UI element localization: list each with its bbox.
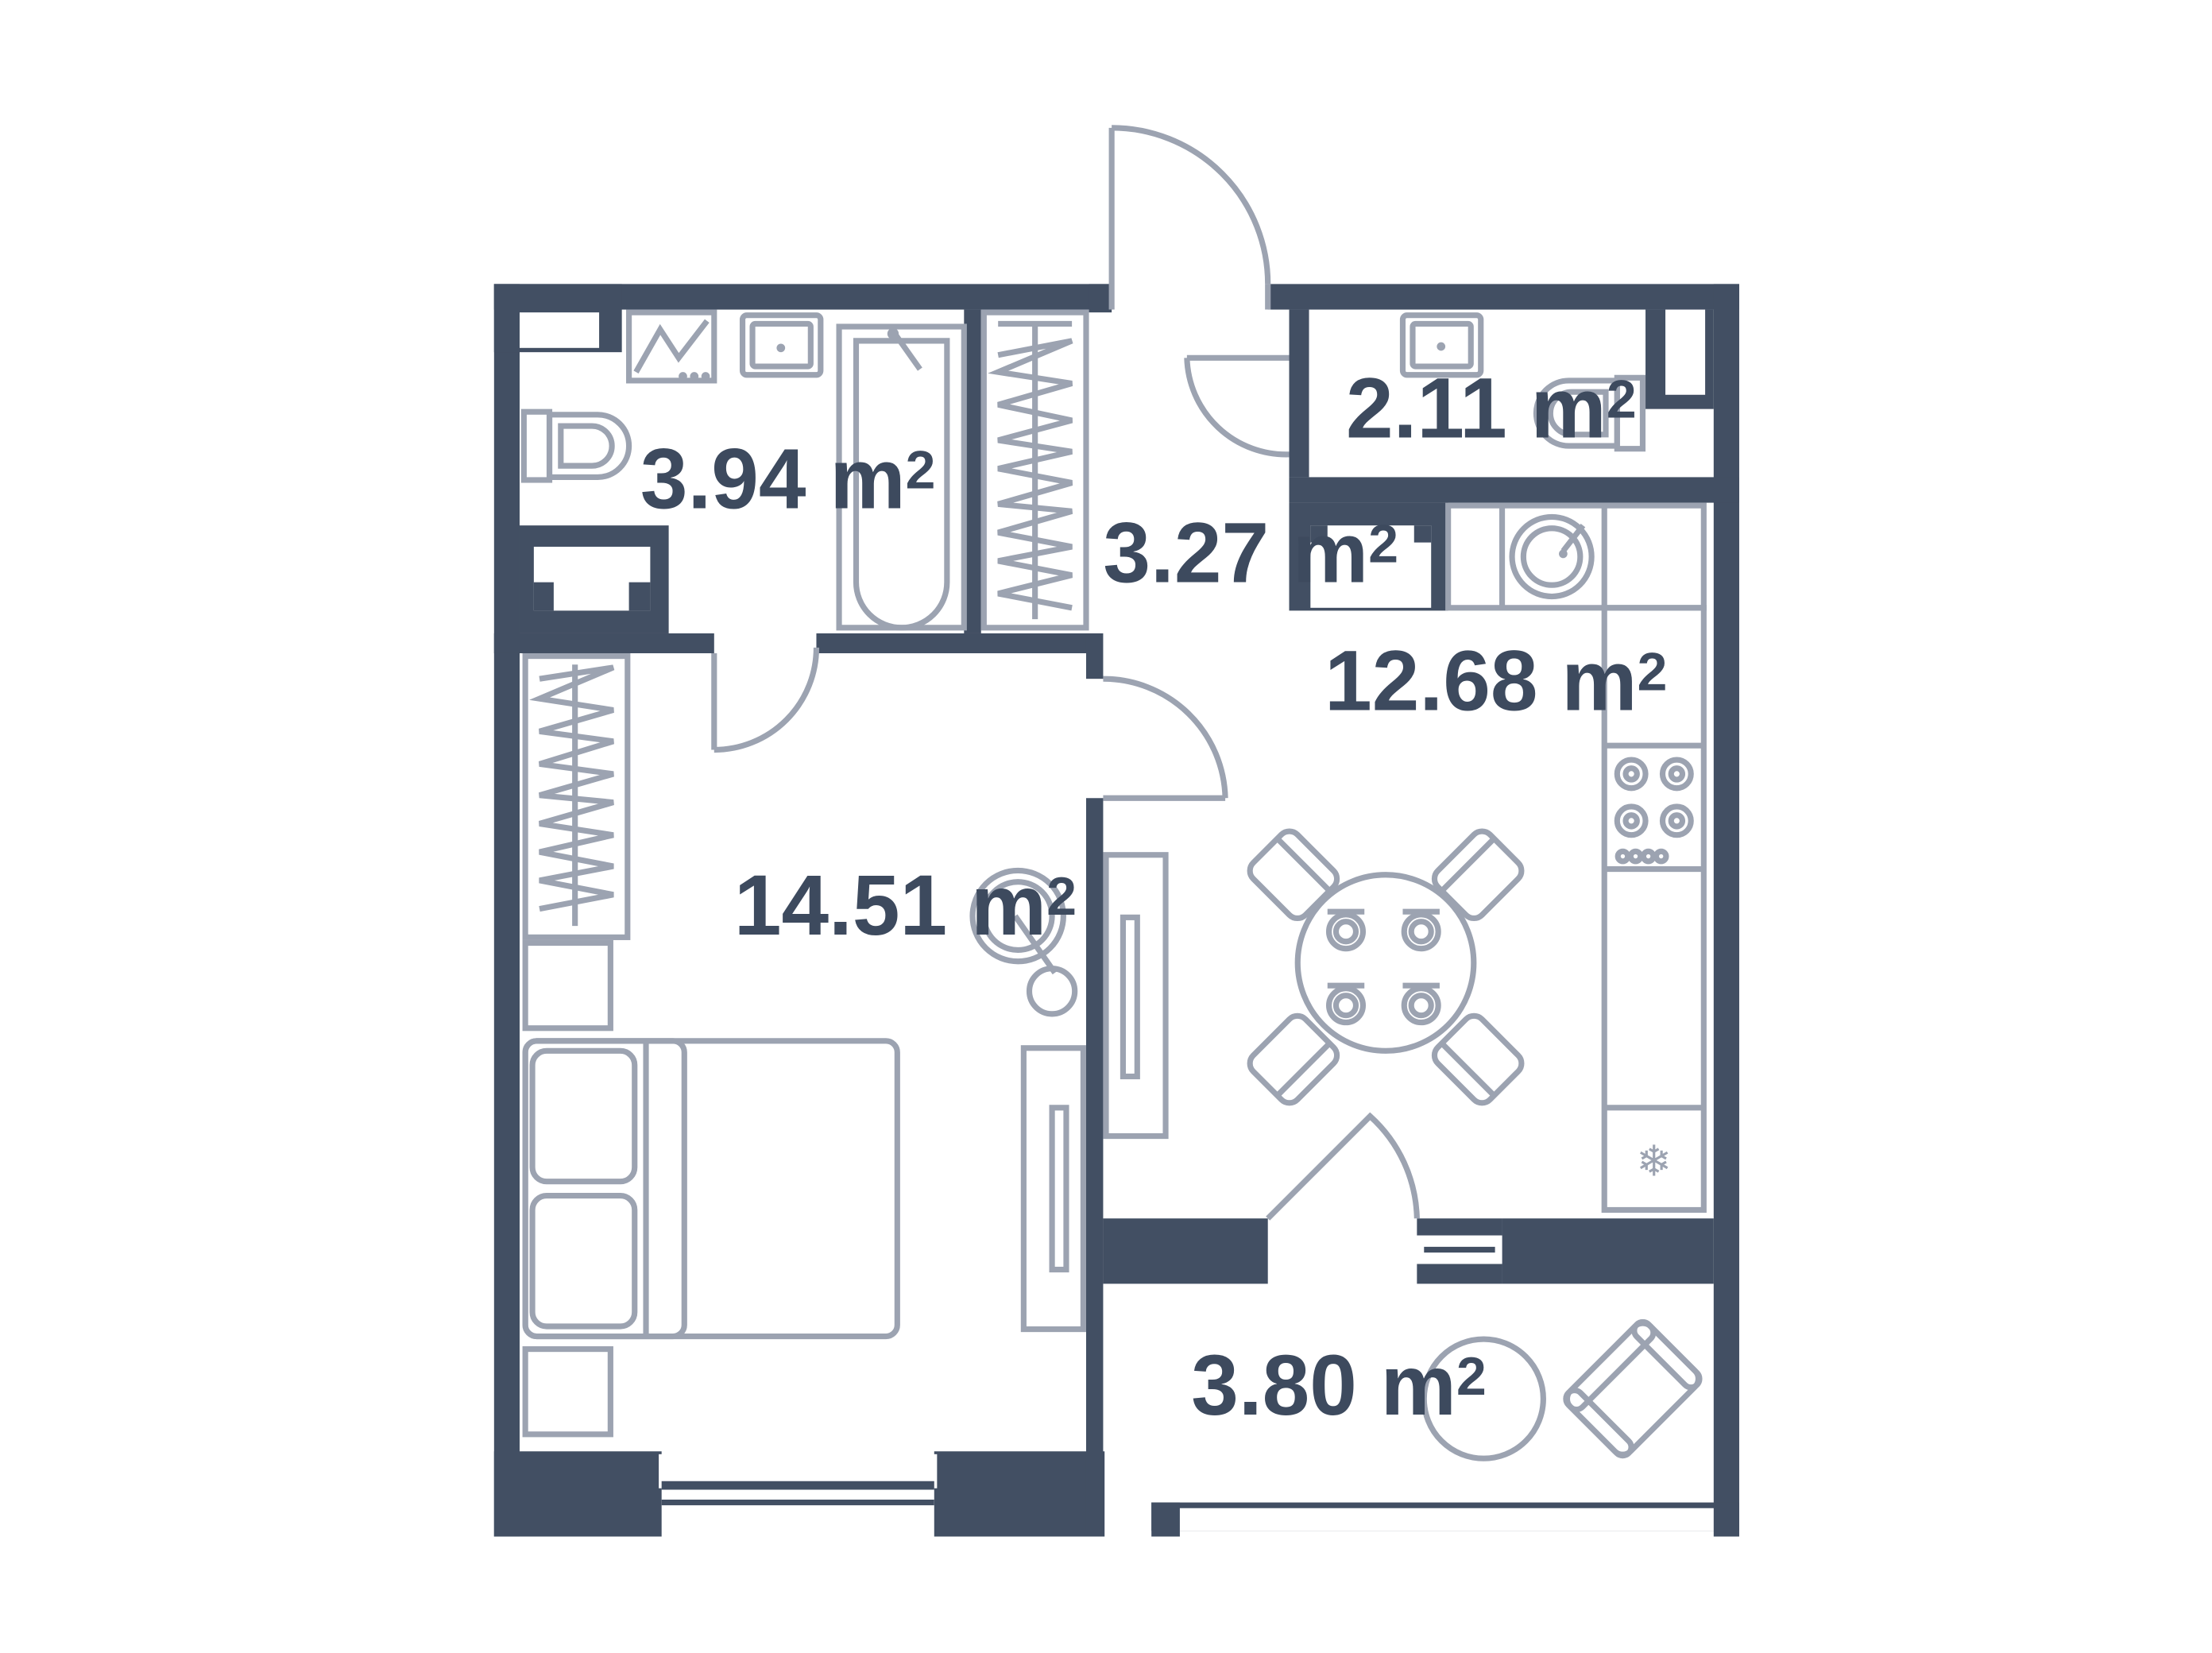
kitchen-counter [1445,502,1707,1214]
wardrobe-icon [980,309,1089,631]
desk-icon [1020,1045,1086,1333]
washing-machine-icon [1509,513,1595,600]
wardrobe-icon [522,652,631,940]
shower-icon [626,309,717,384]
toilet-icon [520,408,632,483]
svg-text:❄: ❄ [1636,1136,1672,1187]
bed-icon [522,1038,900,1340]
area-labels: 3.94 m2 3.27 m2 2.11 m2 12.68 m2 14.51 m… [640,360,1667,1432]
windows [659,1235,1714,1531]
toilet-icon [1533,374,1646,452]
room-area-balcony: 3.80 m2 [1191,1337,1487,1433]
round-table-icon [1421,1336,1546,1461]
armchair-icon [1563,1319,1703,1459]
room-area-bathroom: 3.94 m2 [640,432,936,527]
sink-icon [739,312,824,378]
room-area-hallway: 3.27 m2 [1103,505,1398,601]
dining-table-icon [1294,872,1477,1054]
room-area-toilet: 2.11 m2 [1346,360,1637,455]
stove-icon [1614,757,1694,865]
room-area-bedroom: 14.51 m2 [734,857,1077,953]
fridge-icon: ❄ [1636,1136,1672,1187]
tv-stand-icon [1103,852,1169,1140]
nightstand-icon [522,939,613,1438]
chair-icon [1247,828,1525,1106]
bathtub-icon [836,323,967,631]
door-icon [711,125,1420,1221]
room-area-kitchen: 12.68 m2 [1324,633,1667,728]
sink-icon [1399,312,1484,378]
lamp-icon [969,867,1078,1017]
